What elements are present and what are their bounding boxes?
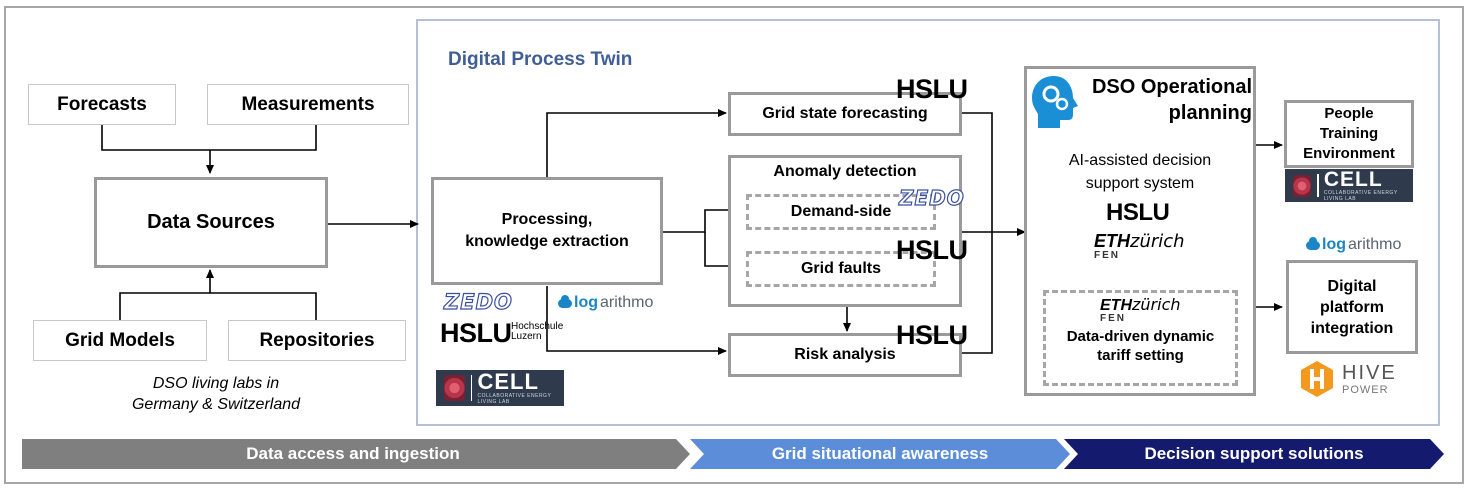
hive-power-logo: HIVE POWER [1300,360,1397,398]
repositories-label: Repositories [259,329,375,351]
processing-line-2: knowledge extraction [465,233,629,250]
fen-label: FEN [1094,250,1120,261]
zedo-logo-anomaly: ZEDO [898,185,965,210]
eth-logo-tariff: ETHzürich FEN [1100,297,1181,324]
fen-label-2: FEN [1100,313,1126,324]
cloud-icon [558,294,572,308]
grid-models-box: Grid Models [33,320,207,361]
grid-models-label: Grid Models [65,329,175,351]
demand-side-box: Demand-side [746,194,936,230]
grid-faults-label: Grid faults [800,260,881,277]
hslu-sub-2: Luzern [511,331,542,342]
phase-3-label: Decision support solutions [1144,444,1364,463]
digital-platform-box: Digital platform integration [1286,260,1418,354]
demand-side-label: Demand-side [790,203,892,220]
phase-decision-support: Decision support solutions [1064,439,1444,469]
eth-zurich: zürich [1130,231,1185,252]
people-training-box: People Training Environment [1284,100,1414,168]
tariff-line-1: Data-driven dynamic [1066,328,1215,345]
hslu-logo-grid-faults: HSLU [896,235,968,265]
hslu-sub-1: Hochschule [511,321,564,332]
forecasts-label: Forecasts [57,93,147,115]
cell-logo-left: CELL COLLABORATIVE ENERGY LIVING LAB [436,370,564,406]
digital-twin-title: Digital Process Twin [448,49,633,70]
grid-faults-box: Grid faults [746,251,936,287]
logarithmo-arithmo: arithmo [600,294,654,311]
repositories-box: Repositories [228,320,406,361]
hslu-subtitle: Hochschule Luzern [511,322,563,342]
eth-logo-dso: ETHzürich FEN [1094,232,1185,261]
ai-assisted-text: AI-assisted decision support system [1028,149,1252,195]
ai-head-icon [1032,76,1078,128]
cell-name-2: CELL [1323,168,1383,191]
digital-line-2: platform [1320,298,1384,316]
risk-box: Risk analysis [728,333,962,377]
cell-name: CELL [477,369,539,394]
grid-state-label: Grid state forecasting [762,105,928,122]
hive-sub: POWER [1342,383,1389,396]
digital-line-1: Digital [1327,277,1377,295]
hslu-logo-risk: HSLU [896,320,968,350]
hexagon-icon [444,375,465,401]
living-labs-caption: DSO living labs in Germany & Switzerland [100,373,332,415]
measurements-label: Measurements [241,93,375,115]
eth-name: ETH [1094,231,1130,251]
data-sources-label: Data Sources [147,211,275,233]
zedo-logo: ZEDO [443,289,513,314]
caption-line-2: Germany & Switzerland [131,396,301,413]
people-line-3: Environment [1303,145,1395,162]
phase-2-label: Grid situational awareness [771,444,989,463]
grid-state-box: Grid state forecasting [728,92,962,136]
processing-box: Processing, knowledge extraction [431,177,663,285]
dso-title: DSO Operational planning [1060,74,1252,126]
phase-1-label: Data access and ingestion [246,444,460,463]
dso-title-line-2: planning [1168,102,1252,124]
risk-label: Risk analysis [794,346,896,363]
logarithmo-log: log [574,294,598,311]
phase-grid-awareness: Grid situational awareness [690,439,1070,469]
phase-data-access: Data access and ingestion [22,439,690,469]
dso-title-line-1: DSO Operational [1091,76,1252,98]
ai-line-1: AI-assisted decision [1068,152,1212,169]
eth-zurich-2: zürich [1132,295,1181,314]
cell-logo-right: CELL COLLABORATIVE ENERGY LIVING LAB [1285,169,1413,202]
ai-line-2: support system [1085,175,1195,192]
logarithmo-arithmo-2: arithmo [1348,236,1402,253]
hive-hexagon-icon [1301,361,1333,397]
outer-frame [4,6,1464,484]
people-line-2: Training [1319,125,1379,142]
cloud-icon-2 [1306,236,1320,250]
hslu-logo-grid-state: HSLU [896,74,968,104]
data-sources-box: Data Sources [94,177,328,268]
eth-name-2: ETH [1100,297,1132,314]
hslu-logo-processing: HSLU [440,318,512,348]
hslu-logo-dso: HSLU [1106,199,1170,226]
logarithmo-log-2: log [1322,236,1346,253]
hexagon-icon-2 [1293,174,1312,197]
processing-line-1: Processing, [501,211,593,228]
digital-line-3: integration [1310,319,1394,337]
anomaly-label: Anomaly detection [773,163,917,180]
tariff-box: Data-driven dynamic tariff setting [1043,290,1238,386]
cell-sub-2: COLLABORATIVE ENERGY LIVING LAB [1323,190,1398,202]
people-line-1: People [1324,105,1374,122]
caption-line-1: DSO living labs in [152,375,280,392]
cell-sub: COLLABORATIVE ENERGY LIVING LAB [477,393,552,405]
measurements-box: Measurements [207,84,409,125]
forecasts-box: Forecasts [28,84,176,125]
hive-name: HIVE [1342,361,1397,384]
tariff-line-2: tariff setting [1097,347,1184,364]
